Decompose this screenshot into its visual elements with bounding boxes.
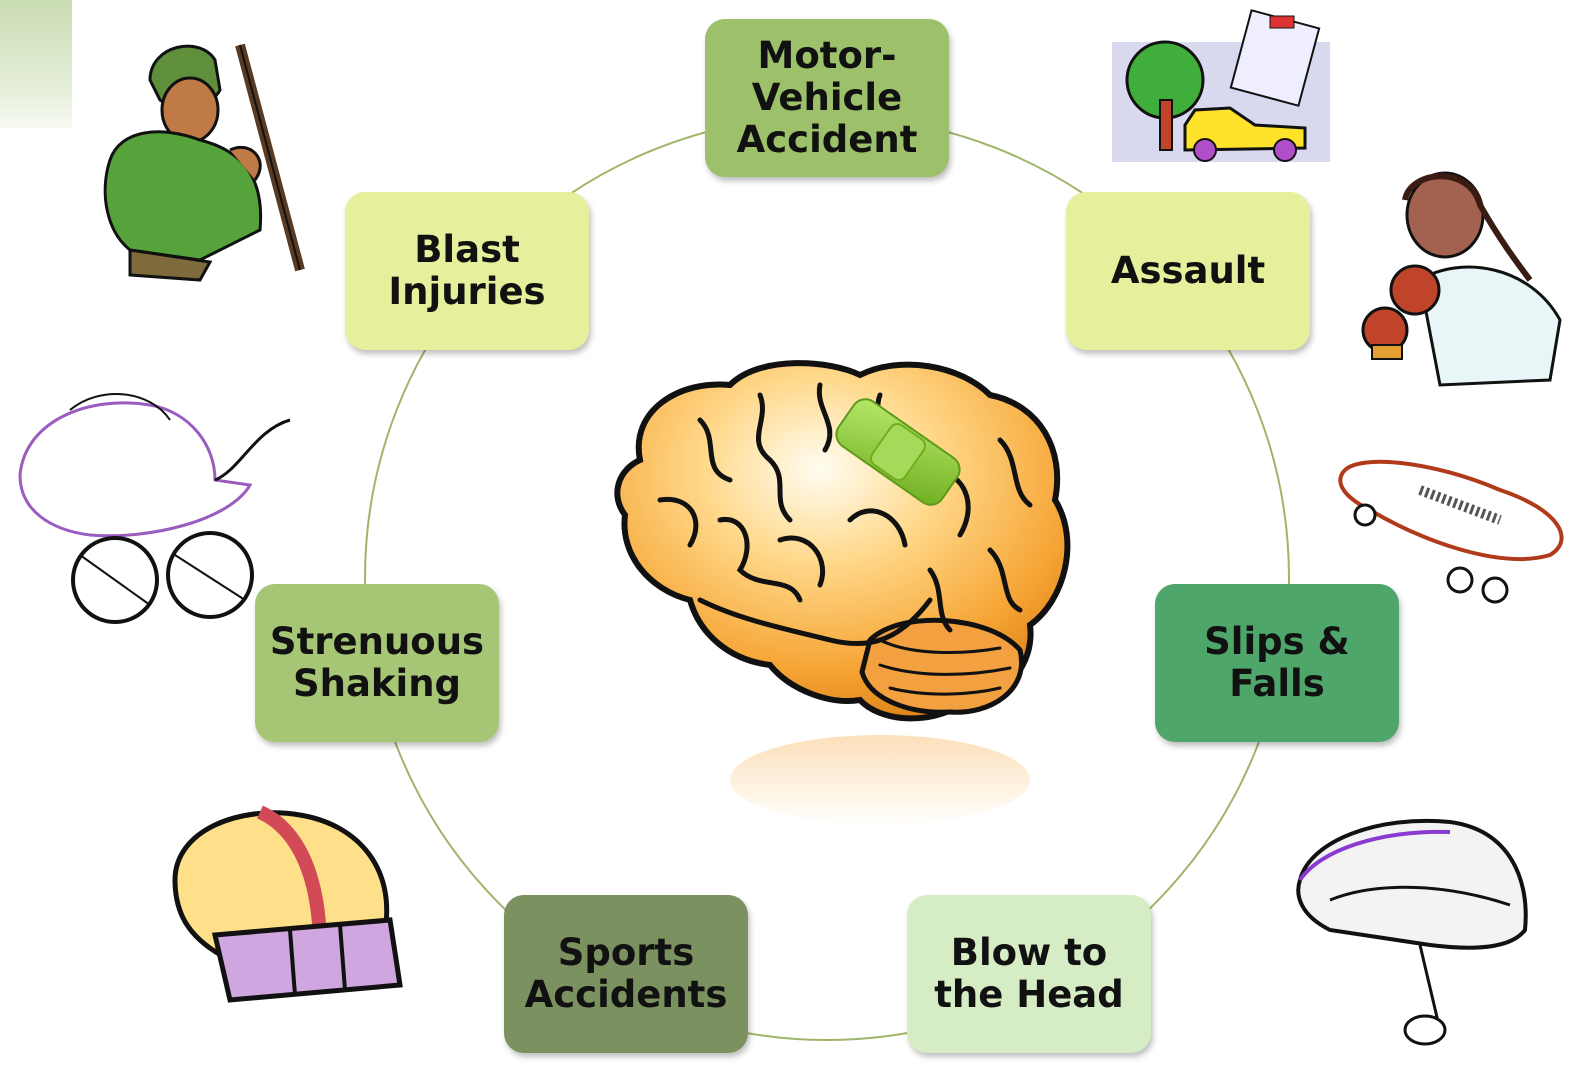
node-label: Slips & Falls bbox=[1204, 621, 1350, 705]
node-slips-falls: Slips & Falls bbox=[1155, 584, 1399, 742]
node-label: Blow to the Head bbox=[934, 932, 1124, 1016]
bike-helmet-icon bbox=[1298, 821, 1525, 1044]
skateboard-icon bbox=[1340, 462, 1561, 602]
boxer-icon bbox=[1363, 173, 1560, 385]
node-sports-accidents: Sports Accidents bbox=[504, 895, 748, 1053]
baby-carriage-icon bbox=[20, 394, 290, 622]
node-blast-injuries: Blast Injuries bbox=[345, 192, 589, 350]
car-accident-icon bbox=[1112, 10, 1330, 162]
football-helmet-icon bbox=[175, 812, 400, 1000]
soldier-icon bbox=[105, 45, 300, 280]
node-label: Motor- Vehicle Accident bbox=[737, 35, 918, 161]
node-blow-to-the-head: Blow to the Head bbox=[907, 895, 1151, 1053]
node-label: Assault bbox=[1111, 250, 1265, 292]
node-label: Sports Accidents bbox=[525, 932, 728, 1016]
node-assault: Assault bbox=[1066, 192, 1310, 350]
node-motor-vehicle-accident: Motor- Vehicle Accident bbox=[705, 19, 949, 177]
node-strenuous-shaking: Strenuous Shaking bbox=[255, 584, 499, 742]
node-label: Blast Injuries bbox=[388, 229, 545, 313]
node-label: Strenuous Shaking bbox=[270, 621, 484, 705]
